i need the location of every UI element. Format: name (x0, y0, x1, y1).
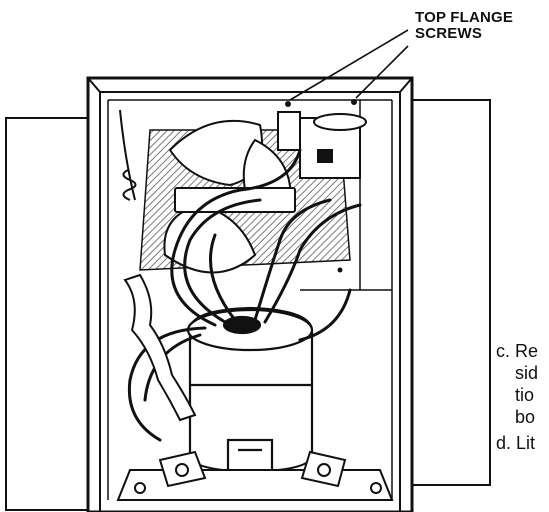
fan-assembly (163, 119, 296, 274)
left-tubing-stack (119, 109, 137, 201)
step-d: d. Lit (496, 432, 538, 454)
base-pan (116, 450, 394, 501)
left-flange (5, 117, 91, 511)
right-flange (405, 99, 491, 486)
step-c-line-3: tio (515, 385, 535, 405)
side-flanges (5, 99, 491, 511)
step-d-line-1: d. Lit (496, 433, 536, 453)
step-c-line-4: bo (515, 407, 536, 427)
refrigerant-tubing (127, 148, 362, 442)
step-c: c. Re sid tio bo (496, 340, 538, 428)
control-box (277, 111, 367, 179)
insulated-line (123, 273, 197, 422)
flange-screw-left (285, 101, 291, 107)
flange-screw-right (351, 99, 357, 105)
callout-line-1: TOP FLANGE (415, 9, 514, 26)
cabinet-inner (99, 91, 401, 512)
compressor (186, 306, 314, 500)
step-c-line-2: sid (515, 363, 539, 383)
callout-line-2: SCREWS (415, 25, 483, 42)
callout-leaders (289, 29, 409, 101)
top-flange-screws (285, 99, 357, 107)
top-flange-screws-callout: TOP FLANGE SCREWS (415, 10, 513, 42)
step-c-line-1: c. Re (496, 341, 539, 361)
panel-screw (337, 267, 343, 273)
instruction-steps: c. Re sid tio bo d. Lit (496, 340, 538, 454)
